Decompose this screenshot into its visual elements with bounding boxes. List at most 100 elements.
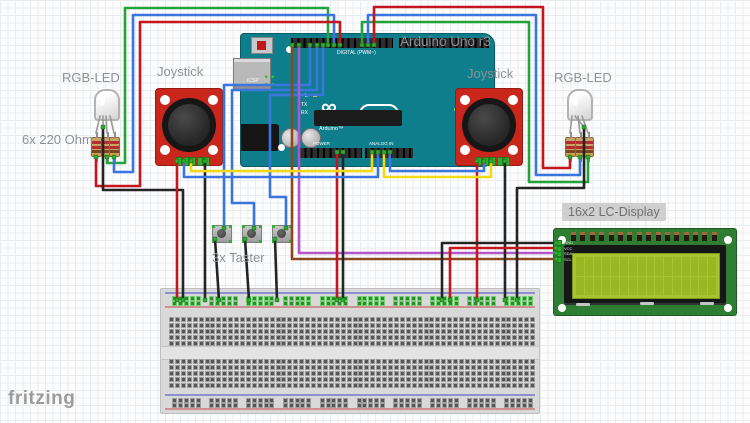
rail-hole: [343, 301, 349, 306]
reset-button[interactable]: [251, 37, 273, 54]
lcd-pin[interactable]: [683, 232, 689, 241]
joystick-pin[interactable]: [190, 157, 196, 166]
joystick-thumb-stick[interactable]: [162, 98, 216, 152]
breadboard-hole: [465, 365, 470, 370]
breadboard-hole: [334, 365, 340, 370]
icsp-header[interactable]: [263, 73, 276, 88]
breadboard-hole: [222, 341, 228, 346]
joystick-pin[interactable]: [176, 157, 182, 166]
rail-hole: [294, 301, 300, 306]
joystick-pin[interactable]: [183, 157, 189, 166]
joystick-module-left[interactable]: [155, 88, 223, 166]
lcd-pin[interactable]: [589, 232, 595, 241]
breadboard-hole: [417, 383, 423, 388]
breadboard-hole: [222, 383, 228, 388]
lcd-pin[interactable]: [655, 232, 661, 241]
rgb-led-left[interactable]: [94, 89, 120, 121]
rail-hole: [306, 296, 312, 301]
lcd-cell: [664, 276, 672, 295]
breadboard-hole: [459, 335, 465, 340]
breadboard-hole: [334, 317, 340, 322]
breadboard-hole: [411, 403, 417, 408]
breadboard-hole: [234, 377, 240, 382]
breadboard-hole: [429, 371, 435, 376]
lcd-pin[interactable]: [608, 232, 614, 241]
breadboard-hole: [311, 341, 317, 346]
power-header[interactable]: [298, 148, 362, 158]
breadboard-hole: [500, 323, 506, 328]
breadboard-hole: [257, 335, 263, 340]
breadboard-hole: [453, 323, 459, 328]
rail-hole: [226, 301, 232, 306]
breadboard-rail-line-blue-bottom: [165, 394, 535, 396]
breadboard-hole: [399, 329, 405, 334]
lcd-pin[interactable]: [693, 232, 699, 241]
lcd-pin[interactable]: [711, 232, 717, 241]
breadboard-hole: [465, 335, 470, 340]
breadboard-hole: [488, 383, 494, 388]
led-l: [313, 94, 317, 97]
joystick-pin[interactable]: [204, 157, 210, 166]
lcd-pin[interactable]: [599, 232, 605, 241]
joystick-pin[interactable]: [197, 157, 203, 166]
breadboard-hole: [322, 341, 328, 346]
lcd-pin[interactable]: [702, 232, 708, 241]
breadboard-hole: [465, 377, 470, 382]
analog-header[interactable]: [365, 148, 413, 158]
breadboard-hole: [269, 317, 275, 322]
joystick-pin[interactable]: [490, 157, 496, 166]
breadboard-hole: [180, 329, 186, 334]
breadboard-hole: [204, 317, 210, 322]
digital-header-left[interactable]: [291, 38, 393, 48]
breadboard-hole: [293, 365, 299, 370]
breadboard-hole: [346, 341, 352, 346]
joystick-pin[interactable]: [497, 157, 503, 166]
joystick-pin[interactable]: [476, 157, 482, 166]
lcd-pin[interactable]: [674, 232, 680, 241]
lcd-pin[interactable]: [617, 232, 623, 241]
push-button-2[interactable]: [242, 225, 262, 243]
lcd-pad-vcc[interactable]: VCC: [556, 245, 573, 252]
breadboard-hole: [311, 365, 317, 370]
push-button-3[interactable]: [272, 225, 292, 243]
breadboard-hole: [300, 403, 306, 408]
lcd-pin[interactable]: [664, 232, 670, 241]
lcd-pin-header[interactable]: [571, 232, 717, 241]
breadboard-rail-line-red-bottom: [165, 408, 535, 410]
breadboard-hole: [405, 329, 411, 334]
lcd-pin[interactable]: [636, 232, 642, 241]
lcd-cell: [681, 276, 690, 295]
rail-hole: [504, 301, 510, 306]
resistor-220ohm[interactable]: [109, 132, 120, 162]
breadboard-hole: [388, 359, 394, 364]
breadboard-hole: [204, 377, 210, 382]
lcd-pad-gnd[interactable]: GND: [556, 240, 573, 247]
breadboard-hole: [388, 317, 394, 322]
breadboard-hole: [376, 341, 382, 346]
joystick-pin[interactable]: [483, 157, 489, 166]
lcd-pin[interactable]: [580, 232, 586, 241]
joystick-module-right[interactable]: [455, 88, 523, 166]
rgb-led-right[interactable]: [567, 89, 593, 121]
resistor-220ohm[interactable]: [583, 132, 594, 162]
breadboard-hole: [447, 317, 453, 322]
breadboard-hole: [305, 329, 311, 334]
lcd-pin[interactable]: [646, 232, 652, 241]
lcd-pad-sda[interactable]: SDA: [556, 251, 573, 258]
breadboard-hole: [322, 329, 328, 334]
breadboard-hole: [405, 335, 411, 340]
breadboard-hole: [216, 323, 222, 328]
lcd-pad-scl[interactable]: SCL: [556, 256, 573, 263]
breadboard-hole: [281, 359, 287, 364]
breadboard[interactable]: [160, 288, 540, 414]
push-button-1[interactable]: [212, 225, 232, 243]
lcd-pin[interactable]: [627, 232, 633, 241]
breadboard-hole: [442, 398, 448, 403]
joystick-pin[interactable]: [504, 157, 510, 166]
breadboard-hole: [192, 329, 198, 334]
breadboard-hole: [352, 341, 358, 346]
joystick-thumb-stick[interactable]: [462, 98, 516, 152]
breadboard-hole: [405, 377, 411, 382]
breadboard-hole: [453, 341, 459, 346]
